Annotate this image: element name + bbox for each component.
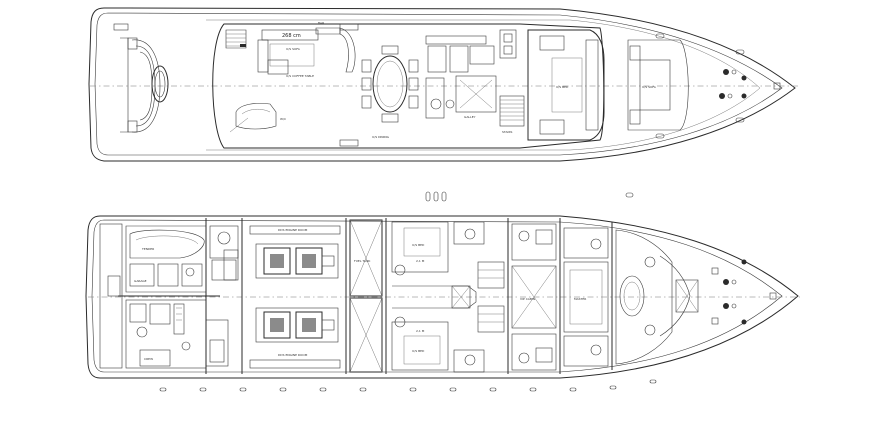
dining-label: U/S DINING	[372, 135, 390, 139]
master-label: MASTER	[574, 297, 586, 301]
cabin-size-b: 2,1 M	[416, 329, 425, 333]
bar-label: BAR	[318, 21, 324, 25]
salon-wc: W/C	[229, 102, 286, 133]
guest-cabins: U/S BED 2,1 M U/S BED 2,1 M	[391, 221, 505, 373]
forward-cabin	[615, 229, 699, 365]
upper-hull-outline	[88, 7, 796, 162]
galley-label: GALLEY	[464, 115, 476, 119]
upper-deck: 268 cm U/S SOFA U/S COFFEE TABLE BAR U/S…	[88, 7, 800, 162]
salon-width-dimension: 268 cm	[282, 33, 301, 39]
engine-room: DDS ENGINE ROOM DDS ENGINE ROOM	[249, 225, 341, 369]
port-cabin-label: U/S BED	[412, 349, 425, 353]
forward-stairs: STAIRS	[499, 95, 525, 134]
coffee-table-label: U/S COFFEE TABLE	[286, 74, 314, 78]
wc-label: W/C	[280, 117, 286, 121]
lower-deck: TENDER GARAGE CREW	[85, 215, 800, 379]
engine-room-label-bottom: DDS ENGINE ROOM	[278, 353, 308, 357]
lower-fender-markers	[159, 379, 657, 392]
stairs-label: STAIRS	[502, 130, 513, 134]
aft-deck-settee	[113, 23, 169, 133]
cabin-size-a: 2,1 M	[416, 259, 425, 263]
sofa-label: U/S SOFA	[286, 47, 301, 51]
lower-hull-inner	[91, 219, 783, 373]
lower-hull-outline	[85, 215, 799, 379]
engine-room-label-top: DDS ENGINE ROOM	[278, 228, 308, 232]
fuel-tanks: FUEL TANK	[349, 219, 383, 373]
foredeck-sunpad: U/S SOFA	[627, 39, 689, 131]
aft-hatch	[151, 65, 169, 103]
stbd-cabin-label: U/S BED	[412, 243, 425, 247]
fender-markers	[425, 191, 634, 202]
foredeck-label: U/S SOFA	[642, 85, 657, 89]
aft-stairs	[225, 29, 247, 49]
lower-bow-hardware	[711, 259, 777, 325]
garage-label: GARAGE	[134, 279, 147, 283]
dining-table-set: U/S DINING	[361, 45, 419, 139]
forward-bed-label: U/S BED	[556, 85, 569, 89]
fuel-tank-label: FUEL TANK	[354, 259, 371, 263]
galley: GALLEY	[425, 29, 517, 119]
tender-label: TENDER	[141, 247, 154, 251]
upper-hull-inner	[94, 12, 783, 156]
bow-hardware	[655, 33, 781, 139]
crew-label: CREW	[144, 357, 153, 361]
salon-sofa: 268 cm U/S SOFA U/S COFFEE TABLE	[257, 29, 319, 78]
master-cabin: MASTER	[563, 227, 609, 367]
crew-quarters: CREW	[125, 299, 229, 369]
salon-bar: BAR	[315, 21, 356, 73]
forward-lounge: U/S BED	[527, 29, 605, 141]
vip-label: VIP CABIN	[520, 297, 535, 301]
vip-cabins: VIP CABIN	[511, 223, 557, 371]
dining-table	[372, 55, 408, 113]
